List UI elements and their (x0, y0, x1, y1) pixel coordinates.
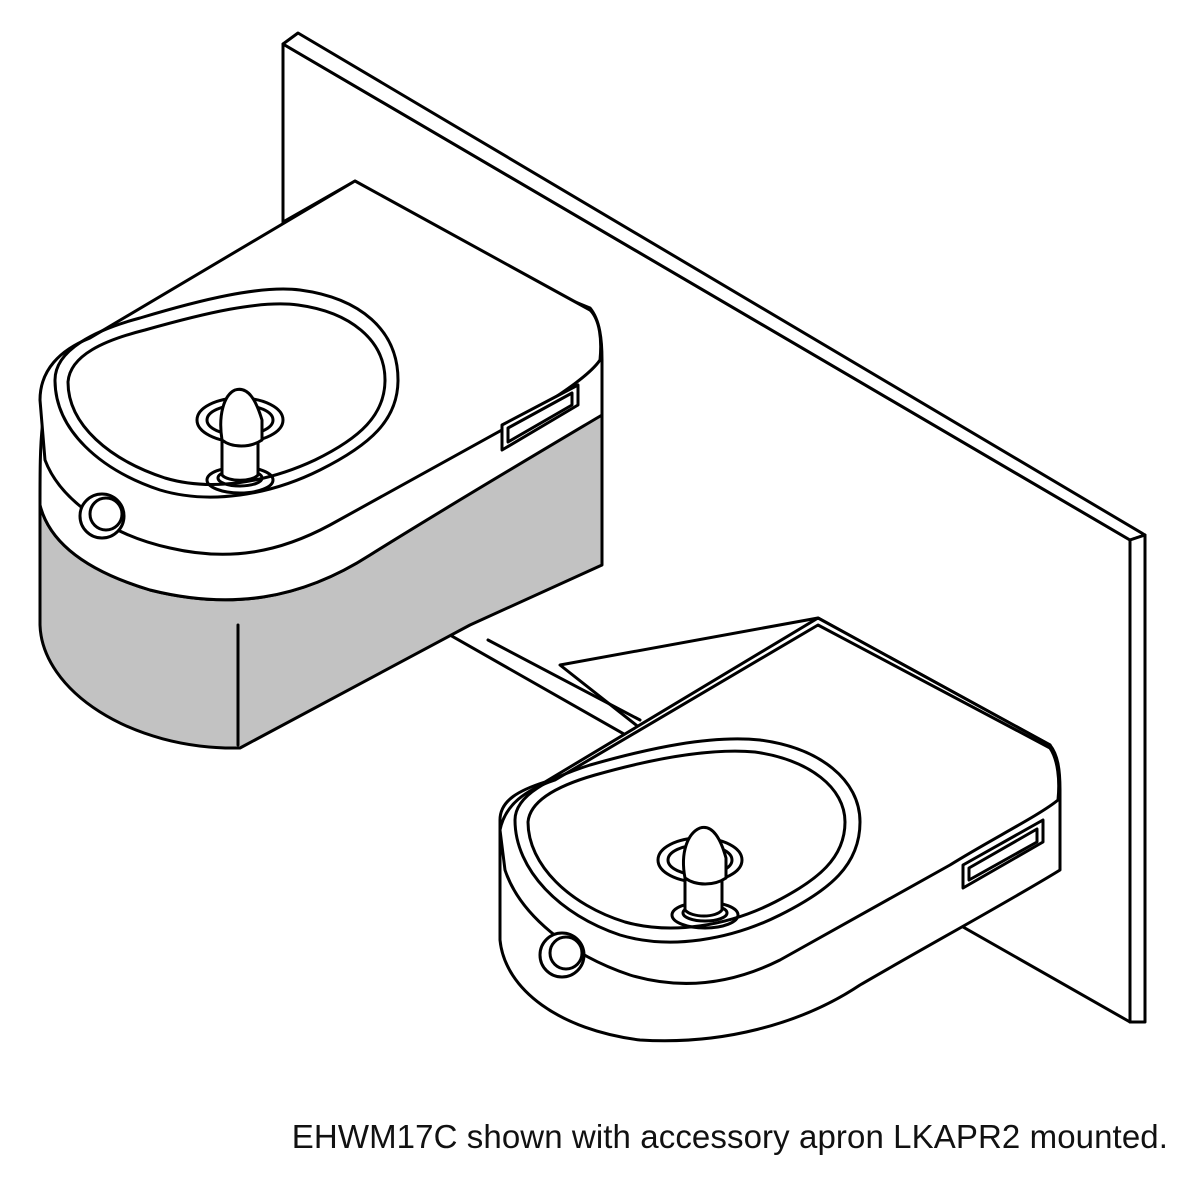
upper-fountain (38, 179, 604, 750)
upper-bracket-line (486, 638, 642, 722)
figure-caption: EHWM17C shown with accessory apron LKAPR… (291, 1118, 1168, 1155)
lower-fountain (498, 616, 1062, 1043)
